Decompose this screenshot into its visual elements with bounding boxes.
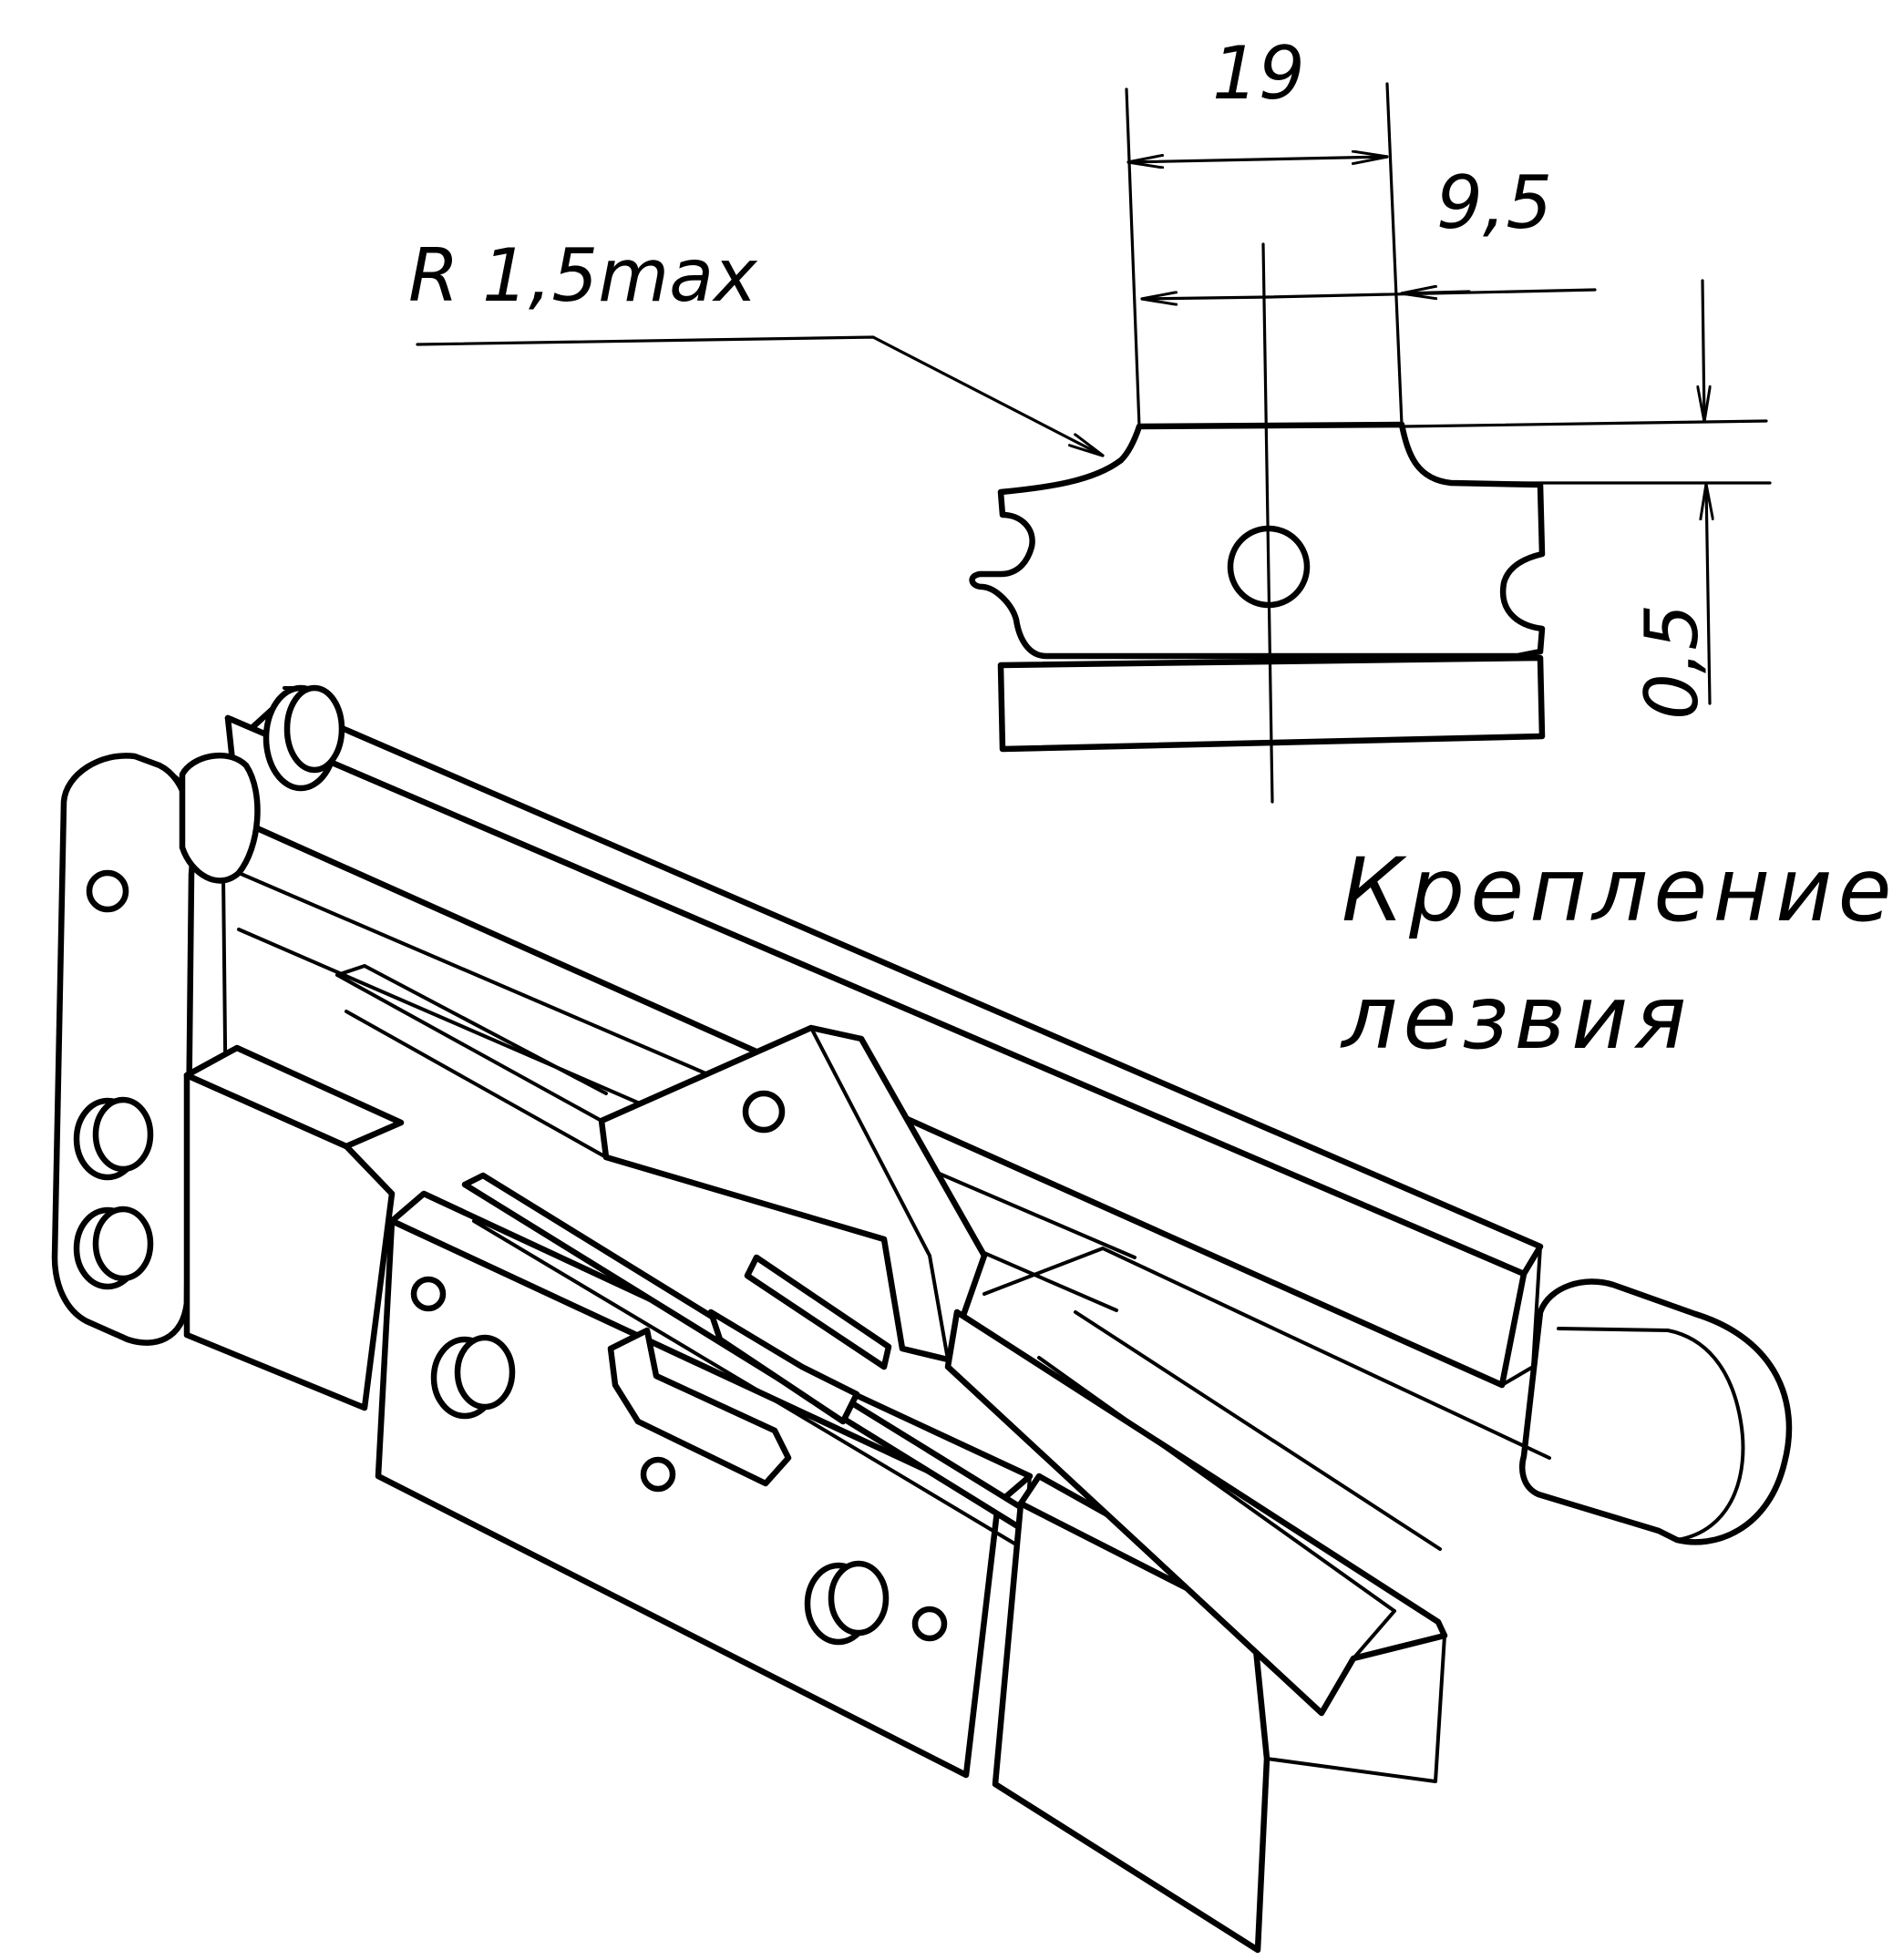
handle-tip bbox=[1519, 1278, 1793, 1545]
hinge-hole bbox=[86, 869, 129, 913]
center-line bbox=[1261, 242, 1274, 804]
radius-leader bbox=[416, 335, 1103, 456]
caption-line-2: лезвия bbox=[1340, 967, 1692, 1069]
plate-hole-3 bbox=[911, 1606, 948, 1642]
dim-gap-arrow-bottom bbox=[1706, 483, 1710, 705]
dim-width-line bbox=[1126, 157, 1389, 162]
dim-gap-label: 0,5 bbox=[1630, 604, 1714, 720]
dim-radius-label: R 1,5max bbox=[408, 233, 758, 318]
caption: Крепление лезвия bbox=[1340, 839, 1898, 1069]
dim-slot-line bbox=[1140, 297, 1270, 299]
blade-clamp bbox=[607, 1327, 792, 1487]
hinge-plate bbox=[51, 753, 196, 1346]
dim-gap-arrow-top bbox=[1702, 279, 1704, 423]
plate-hole-1 bbox=[410, 1276, 447, 1312]
pivot-hole bbox=[742, 1090, 786, 1134]
dim-slot-label: 9,5 bbox=[1436, 160, 1552, 245]
plate-hole-2 bbox=[640, 1456, 676, 1493]
caption-line-1: Крепление bbox=[1342, 839, 1898, 941]
dim-width-label: 19 bbox=[1212, 31, 1305, 116]
stripping-tool-illustration bbox=[51, 684, 1793, 1954]
blade-mount-detail: 19 9,5 R 1,5max 0,5 bbox=[408, 31, 1772, 804]
